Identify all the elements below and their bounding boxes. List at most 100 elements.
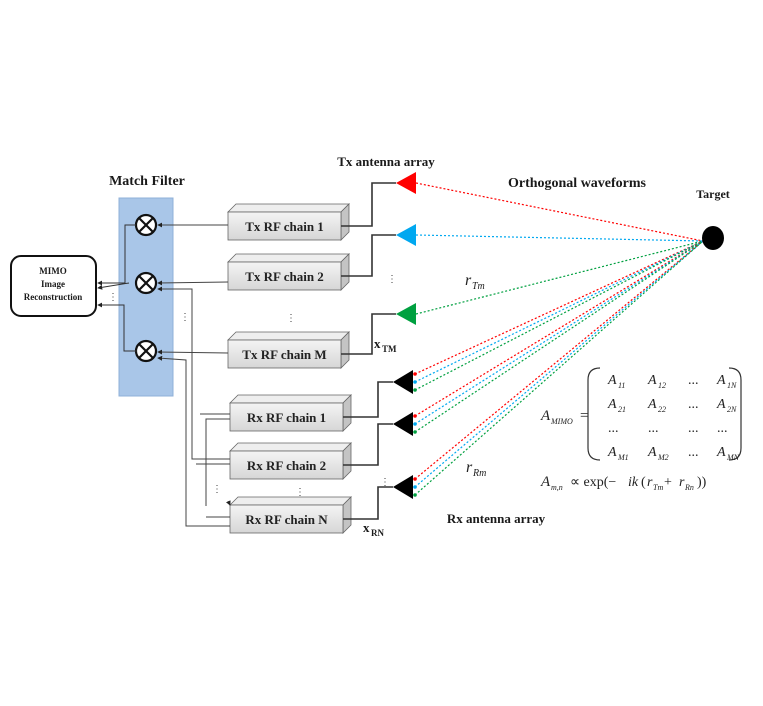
- svg-text:r: r: [679, 475, 685, 490]
- svg-text:Tm: Tm: [653, 483, 663, 492]
- svg-text:m,n: m,n: [551, 483, 563, 492]
- mixer2-out-line: [97, 282, 130, 290]
- svg-text:...: ...: [688, 421, 699, 436]
- svg-text:A: A: [647, 397, 657, 412]
- tx-array-label: Tx antenna array: [337, 154, 435, 169]
- r-rm-label: r Rm: [466, 459, 486, 479]
- mixer-3: [134, 339, 158, 363]
- svg-text:Rn: Rn: [684, 483, 694, 492]
- mixer-2: [134, 271, 158, 295]
- svg-text:A: A: [607, 373, 617, 388]
- matrix-cell: ...: [688, 397, 699, 412]
- mixer1-out-line: [97, 224, 136, 286]
- matrix-cell: ...: [688, 421, 699, 436]
- ray-arrowhead: [413, 485, 417, 489]
- wiring: [157, 222, 230, 527]
- rx-ray: [414, 240, 704, 383]
- mimo-label-line2: Image: [41, 279, 65, 289]
- svg-text:(: (: [641, 475, 646, 490]
- matrix-left-paren: [587, 367, 601, 461]
- svg-text:A: A: [716, 445, 726, 460]
- svg-text:r: r: [465, 272, 472, 289]
- tx-feed-line: [341, 313, 396, 355]
- rx-feed-line: [343, 486, 393, 520]
- tx-ray: [415, 182, 704, 242]
- rx-ray: [414, 240, 704, 480]
- svg-text:r: r: [466, 459, 473, 476]
- ray-arrowhead: [413, 477, 417, 481]
- svg-text:A: A: [607, 397, 617, 412]
- svg-text:ik: ik: [628, 475, 639, 490]
- svg-text:RN: RN: [371, 528, 384, 538]
- rx-ray: [414, 240, 704, 417]
- svg-text:∝ exp(−: ∝ exp(−: [570, 475, 616, 490]
- svg-text:=: =: [580, 408, 588, 424]
- rx-rf-chain-2: Rx RF chain 2: [229, 442, 352, 480]
- svg-text:Tm: Tm: [472, 281, 485, 292]
- x-rn-label: x RN: [363, 520, 384, 538]
- svg-text:...: ...: [688, 445, 699, 460]
- r-tm-label: r Tm: [465, 272, 485, 292]
- svg-text:+: +: [664, 475, 672, 490]
- rx-ray: [414, 240, 704, 375]
- matrix-cell: ...: [688, 373, 699, 388]
- matrix-cell: ...: [688, 445, 699, 460]
- svg-text:...: ...: [688, 373, 699, 388]
- ray-arrowhead: [413, 380, 417, 384]
- svg-text:A: A: [647, 445, 657, 460]
- rx-left-ellipsis: ⋮: [212, 484, 222, 495]
- tx-rf-chain-3: Tx RF chain M: [227, 331, 350, 369]
- svg-text:22: 22: [658, 405, 666, 414]
- rx-rf-chain-1: Rx RF chain 1: [229, 394, 352, 432]
- ray-arrowhead: [413, 372, 417, 376]
- tx-antenna-ellipsis: ⋮: [387, 274, 397, 285]
- svg-text:2N: 2N: [727, 405, 737, 414]
- tx-ray: [415, 234, 704, 242]
- svg-text:A: A: [540, 408, 551, 424]
- mixer-1: [134, 213, 158, 237]
- svg-text:x: x: [363, 520, 370, 535]
- svg-text:x: x: [374, 336, 381, 351]
- ray-arrowhead: [413, 430, 417, 434]
- svg-text:MIMO: MIMO: [550, 417, 573, 426]
- match-filter-label: Match Filter: [109, 174, 185, 189]
- rx-rf-chain-3-label: Rx RF chain N: [245, 512, 328, 527]
- tx-ray: [415, 240, 704, 315]
- rx-rf-chain-2-label: Rx RF chain 2: [247, 458, 326, 473]
- panel-ellipsis: ⋮: [180, 312, 190, 323]
- mixer3-out-line: [97, 302, 137, 352]
- svg-text:A: A: [607, 445, 617, 460]
- svg-text:A: A: [647, 373, 657, 388]
- rx-antenna-ellipsis: ⋮: [380, 477, 390, 488]
- rx-ray: [414, 240, 704, 425]
- target-label: Target: [696, 187, 730, 201]
- tx-antenna-icon: [396, 172, 416, 194]
- svg-text:21: 21: [618, 405, 626, 414]
- mimo-reconstruction-block: MIMO Image Reconstruction: [10, 255, 97, 317]
- ray-arrowhead: [413, 388, 417, 392]
- tx-antenna-icon: [396, 224, 416, 246]
- mimo-label-line3: Reconstruction: [24, 292, 83, 302]
- svg-text:...: ...: [717, 421, 728, 436]
- rx-rf-chain-3: Rx RF chain N: [229, 496, 352, 534]
- matrix-right-paren: [728, 367, 742, 461]
- rx-feed-line: [343, 381, 393, 418]
- svg-text:M2: M2: [657, 453, 669, 462]
- ray-arrowhead: [413, 422, 417, 426]
- svg-text:11: 11: [618, 381, 625, 390]
- rx-antenna-icon: [393, 412, 413, 436]
- rx-ray: [414, 240, 704, 488]
- svg-text:A: A: [716, 373, 726, 388]
- tx-rf-chain-1-label: Tx RF chain 1: [245, 219, 324, 234]
- rx-rf-chain-1-label: Rx RF chain 1: [247, 410, 326, 425]
- mimo-label-line1: MIMO: [39, 266, 67, 276]
- matrix-cell: ...: [608, 421, 619, 436]
- rx-chain-ellipsis: ⋮: [295, 487, 305, 498]
